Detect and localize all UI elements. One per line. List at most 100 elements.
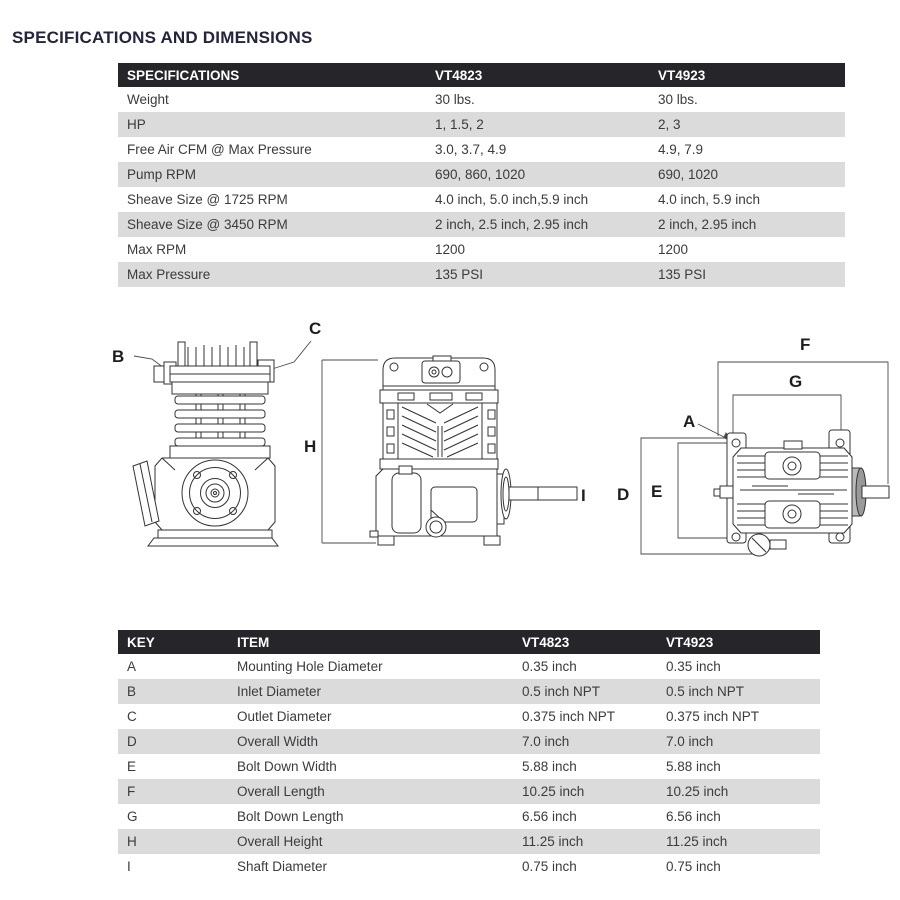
spec-name: Sheave Size @ 1725 RPM <box>127 192 288 207</box>
label-overall-width: D <box>617 485 629 504</box>
vt4823-value: 7.0 inch <box>522 734 570 749</box>
key-letter: I <box>127 859 131 874</box>
table-row: F Overall Length 10.25 inch 10.25 inch <box>118 779 820 804</box>
vt4823-value: 10.25 inch <box>522 784 585 799</box>
vt4823-value: 135 PSI <box>435 267 484 282</box>
column-header: VT4823 <box>522 634 570 650</box>
vt4823-value: 3.0, 3.7, 4.9 <box>435 142 507 157</box>
key-letter: F <box>127 784 136 799</box>
bolt-down-width-dimension <box>677 442 729 539</box>
vt4923-value: 0.75 inch <box>666 859 721 874</box>
drawing-front-view: H I <box>304 355 586 546</box>
item-name: Outlet Diameter <box>237 709 332 724</box>
key-table-header: KEY ITEM VT4823 VT4923 <box>118 630 820 654</box>
column-header: VT4923 <box>658 67 706 83</box>
label-shaft: I <box>581 486 586 505</box>
vt4923-value: 6.56 inch <box>666 809 721 824</box>
item-name: Mounting Hole Diameter <box>237 659 383 674</box>
spec-name: Max Pressure <box>127 267 211 282</box>
table-row: Pump RPM 690, 860, 1020 690, 1020 <box>118 162 845 187</box>
table-row: H Overall Height 11.25 inch 11.25 inch <box>118 829 820 854</box>
vt4823-value: 0.5 inch NPT <box>522 684 601 699</box>
item-name: Inlet Diameter <box>237 684 322 699</box>
vt4923-value: 135 PSI <box>658 267 707 282</box>
spec-name: Pump RPM <box>127 167 197 182</box>
base-flange <box>157 529 273 539</box>
mounting-hole <box>731 532 741 542</box>
vt4923-value: 30 lbs. <box>658 92 698 107</box>
table-row: E Bolt Down Width 5.88 inch 5.88 inch <box>118 754 820 779</box>
vt4923-value: 10.25 inch <box>666 784 729 799</box>
chevron-vents <box>401 403 479 458</box>
vt4923-value: 4.9, 7.9 <box>658 142 704 157</box>
overall-width-dimension <box>640 437 755 555</box>
page-title: SPECIFICATIONS AND DIMENSIONS <box>12 28 313 47</box>
vt4823-value: 690, 860, 1020 <box>435 167 526 182</box>
table-row: G Bolt Down Length 6.56 inch 6.56 inch <box>118 804 820 829</box>
shaft <box>508 486 578 501</box>
label-bolt-down-width: E <box>651 482 662 501</box>
vt4823-value: 1200 <box>435 242 466 257</box>
cooling-fins <box>174 393 266 449</box>
vt4923-value: 5.88 inch <box>666 759 721 774</box>
table-row: B Inlet Diameter 0.5 inch NPT 0.5 inch N… <box>118 679 820 704</box>
column-header: VT4823 <box>435 67 483 83</box>
column-header: KEY <box>127 634 155 650</box>
label-outlet: C <box>309 319 321 338</box>
key-letter: C <box>127 709 137 724</box>
specifications-table-header: SPECIFICATIONS VT4823 VT4923 <box>118 63 845 87</box>
table-row: Max Pressure 135 PSI 135 PSI <box>118 262 845 287</box>
key-table-body: A Mounting Hole Diameter 0.35 inch 0.35 … <box>118 654 820 879</box>
item-name: Overall Length <box>237 784 325 799</box>
mounting-hole <box>731 438 741 448</box>
overall-length-dimension <box>717 361 889 484</box>
vt4923-value: 0.375 inch NPT <box>666 709 760 724</box>
vt4923-value: 1200 <box>658 242 689 257</box>
spec-name: Free Air CFM @ Max Pressure <box>127 142 312 157</box>
spec-name: HP <box>127 117 146 132</box>
table-row: I Shaft Diameter 0.75 inch 0.75 inch <box>118 854 820 879</box>
item-name: Bolt Down Width <box>237 759 337 774</box>
item-name: Overall Width <box>237 734 319 749</box>
vt4823-value: 2 inch, 2.5 inch, 2.95 inch <box>435 217 589 232</box>
column-header: VT4923 <box>666 634 714 650</box>
column-header: SPECIFICATIONS <box>127 67 240 83</box>
table-row: Free Air CFM @ Max Pressure 3.0, 3.7, 4.… <box>118 137 845 162</box>
key-letter: H <box>127 834 137 849</box>
table-row: Sheave Size @ 3450 RPM 2 inch, 2.5 inch,… <box>118 212 845 237</box>
key-letter: D <box>127 734 137 749</box>
vt4923-value: 4.0 inch, 5.9 inch <box>658 192 761 207</box>
vt4923-value: 2 inch, 2.95 inch <box>658 217 757 232</box>
leader-line-c <box>271 340 312 370</box>
label-inlet: B <box>112 347 124 366</box>
key-letter: A <box>127 659 137 674</box>
vt4823-value: 1, 1.5, 2 <box>435 117 484 132</box>
dimension-diagram: B C <box>112 319 890 557</box>
item-name: Shaft Diameter <box>237 859 328 874</box>
vt4923-value: 0.35 inch <box>666 659 721 674</box>
table-row: C Outlet Diameter 0.375 inch NPT 0.375 i… <box>118 704 820 729</box>
bolt-down-length-dimension <box>732 394 842 441</box>
vt4823-value: 4.0 inch, 5.0 inch,5.9 inch <box>435 192 589 207</box>
spec-name: Sheave Size @ 3450 RPM <box>127 217 288 232</box>
item-name: Bolt Down Length <box>237 809 344 824</box>
bearing-flange <box>181 459 249 527</box>
key-letter: G <box>127 809 138 824</box>
specifications-table: SPECIFICATIONS VT4823 VT4923 Weight 30 l… <box>118 63 845 287</box>
specifications-table-body: Weight 30 lbs. 30 lbs. HP 1, 1.5, 2 2, 3… <box>118 87 845 287</box>
table-row: A Mounting Hole Diameter 0.35 inch 0.35 … <box>118 654 820 679</box>
sight-glass <box>425 516 447 538</box>
vt4923-value: 0.5 inch NPT <box>666 684 745 699</box>
side-panel <box>430 486 478 523</box>
leader-line-a <box>697 423 729 440</box>
vt4823-value: 5.88 inch <box>522 759 577 774</box>
table-row: HP 1, 1.5, 2 2, 3 <box>118 112 845 137</box>
drawing-side-view: B C <box>112 319 321 547</box>
vt4823-value: 0.35 inch <box>522 659 577 674</box>
key-letter: B <box>127 684 137 699</box>
label-overall-length: F <box>800 335 810 354</box>
shaft-top <box>861 485 890 499</box>
spec-name: Weight <box>127 92 169 107</box>
vt4923-value: 11.25 inch <box>666 834 728 849</box>
